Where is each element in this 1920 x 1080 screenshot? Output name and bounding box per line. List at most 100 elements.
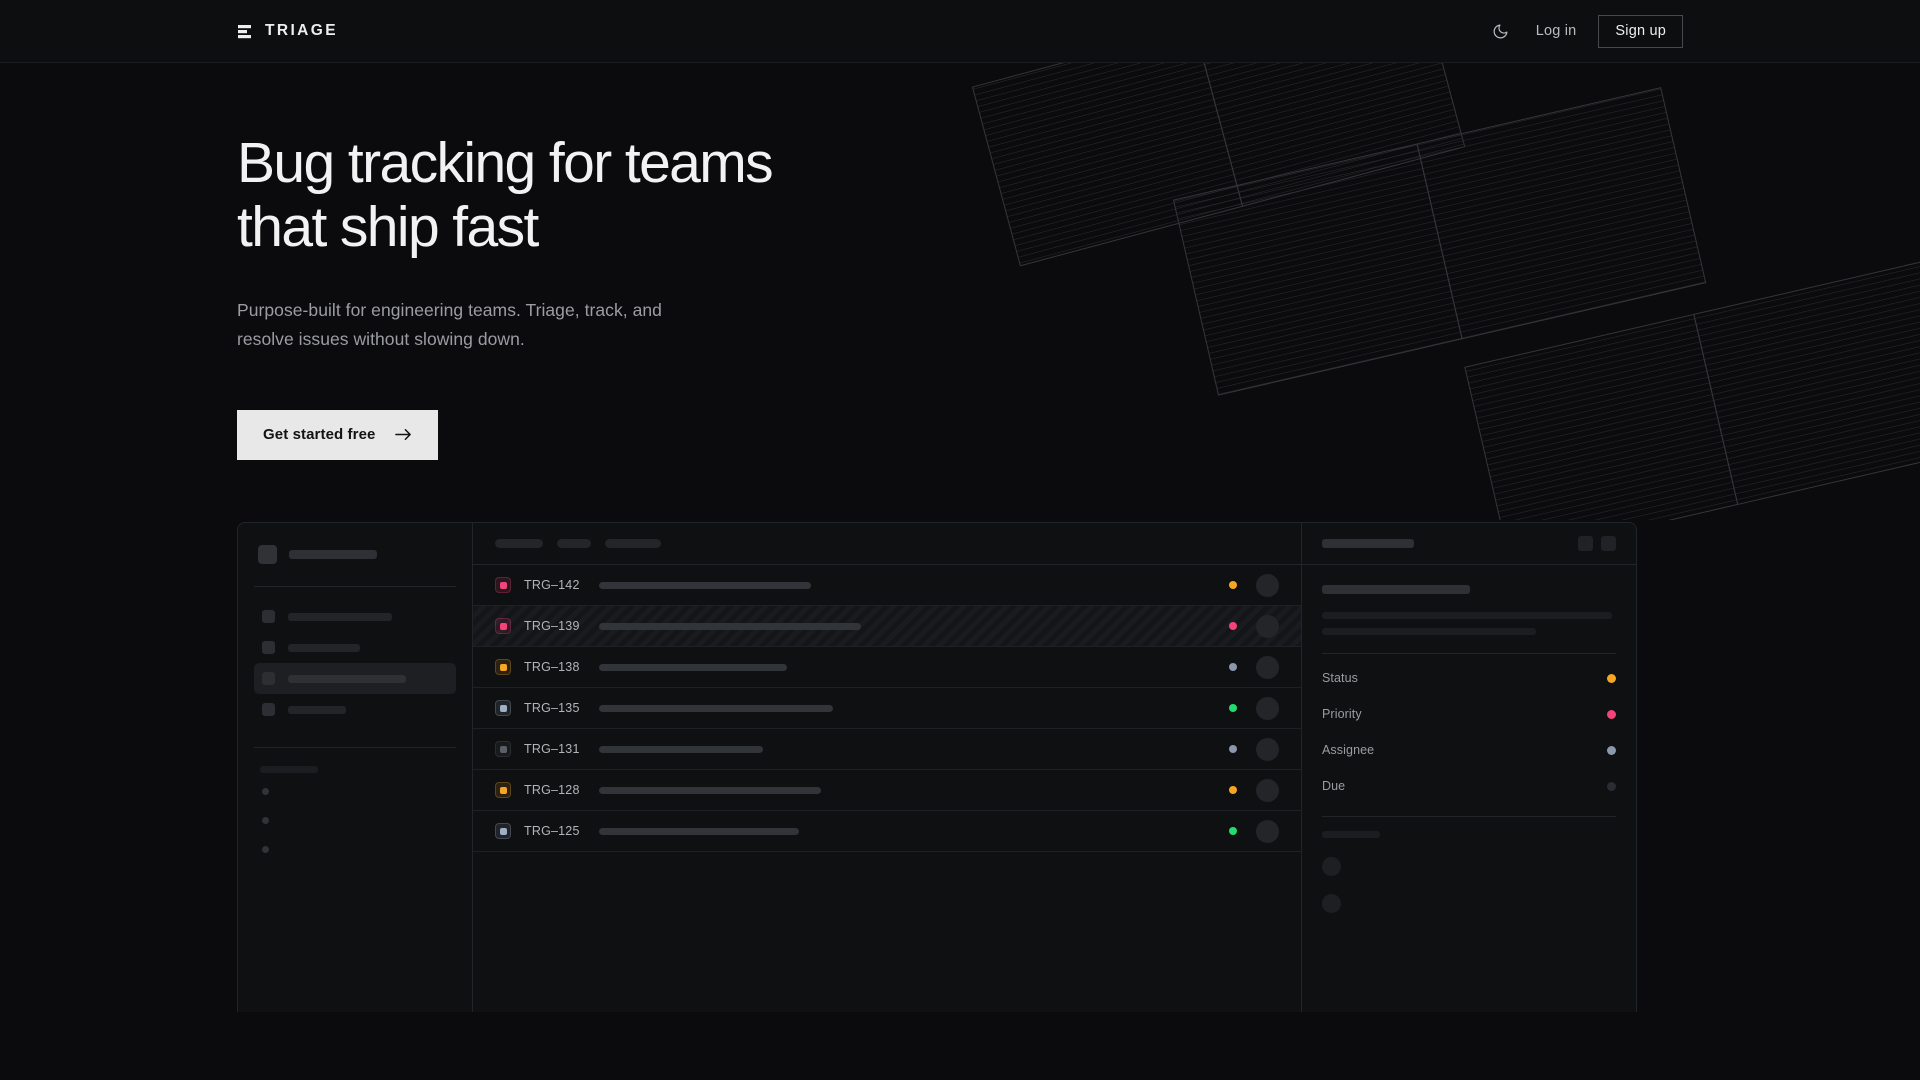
meta-value-dot <box>1607 673 1616 683</box>
moon-icon <box>1493 24 1508 38</box>
status-dot <box>1229 786 1237 794</box>
priority-chip <box>495 823 511 839</box>
filter-chip-2[interactable] <box>605 539 661 548</box>
sidebar-divider-2 <box>254 747 456 748</box>
activity-row-0 <box>1322 848 1616 885</box>
top-navigation-bar: TRIAGE Log in Sign up <box>0 0 1920 63</box>
detail-meta-row[interactable]: Assignee <box>1322 732 1616 768</box>
status-dot <box>1229 745 1237 753</box>
detail-text-lines <box>1322 612 1616 635</box>
filter-chip-0[interactable] <box>495 539 543 548</box>
issue-row[interactable]: TRG–131 <box>473 729 1301 770</box>
issue-title-placeholder <box>599 827 799 835</box>
sidebar-item-3[interactable] <box>254 694 456 725</box>
issue-row[interactable]: TRG–139 <box>473 606 1301 647</box>
priority-chip <box>495 618 511 634</box>
issue-row[interactable]: TRG–142 <box>473 565 1301 606</box>
sidebar-item-1[interactable] <box>254 632 456 663</box>
sidebar-item-label-placeholder <box>288 612 392 621</box>
sidebar-item-label-placeholder <box>288 674 406 683</box>
issue-row[interactable]: TRG–125 <box>473 811 1301 852</box>
status-dot <box>1229 622 1237 630</box>
filter-chip-1[interactable] <box>557 539 591 548</box>
priority-chip <box>495 577 511 593</box>
sidebar-item-icon <box>262 703 275 716</box>
issue-title-placeholder <box>599 581 811 589</box>
page-title: Bug tracking for teams that ship fast <box>237 131 957 260</box>
workspace-avatar <box>258 545 277 564</box>
status-dot <box>1229 704 1237 712</box>
arrow-right-icon <box>395 428 412 440</box>
issue-row[interactable]: TRG–135 <box>473 688 1301 729</box>
issue-id: TRG–125 <box>524 824 580 838</box>
detail-text-line-0 <box>1322 612 1612 619</box>
signup-button[interactable]: Sign up <box>1598 14 1683 48</box>
meta-value-dot <box>1607 781 1616 791</box>
sidebar-mini-dot <box>262 817 269 824</box>
issue-title-placeholder <box>599 663 787 671</box>
brand-logo[interactable]: TRIAGE <box>237 22 338 40</box>
issue-title-placeholder <box>599 786 821 794</box>
detail-meta-row[interactable]: Status <box>1322 660 1616 696</box>
assignee-avatar <box>1256 655 1279 679</box>
sidebar-mini-list <box>254 777 456 864</box>
activity-avatar <box>1322 857 1341 876</box>
sidebar-item-label-placeholder <box>288 643 360 652</box>
issue-title-placeholder <box>599 622 861 630</box>
detail-meta-row[interactable]: Priority <box>1322 696 1616 732</box>
detail-action-button-1[interactable] <box>1601 536 1616 551</box>
issue-row[interactable]: TRG–128 <box>473 770 1301 811</box>
theme-toggle-button[interactable] <box>1488 18 1514 44</box>
detail-meta-row[interactable]: Due <box>1322 768 1616 804</box>
issue-id: TRG–135 <box>524 701 580 715</box>
issue-row[interactable]: TRG–138 <box>473 647 1301 688</box>
brand-name: TRIAGE <box>265 22 338 39</box>
detail-heading-placeholder <box>1322 585 1470 594</box>
sidebar-item-icon <box>262 672 275 685</box>
sidebar-mini-item-1[interactable] <box>254 806 456 835</box>
meta-value-dot <box>1607 745 1616 755</box>
get-started-button[interactable]: Get started free <box>237 409 439 460</box>
status-dot <box>1229 581 1237 589</box>
activity-label-placeholder <box>1322 831 1380 838</box>
meta-label: Status <box>1322 671 1359 685</box>
priority-chip <box>495 782 511 798</box>
assignee-avatar <box>1256 778 1279 802</box>
headline-line-2: that ship fast <box>237 195 539 260</box>
assignee-avatar <box>1256 573 1279 597</box>
activity-avatar <box>1322 894 1341 913</box>
sidebar-item-0[interactable] <box>254 601 456 632</box>
detail-action-button-0[interactable] <box>1578 536 1593 551</box>
sidebar-item-2[interactable] <box>254 663 456 694</box>
issue-list-toolbar <box>473 523 1301 565</box>
workspace-name-placeholder <box>289 550 377 559</box>
assignee-avatar <box>1256 819 1279 843</box>
hero-section: Bug tracking for teams that ship fast Pu… <box>0 63 1920 460</box>
issue-title-placeholder <box>599 704 833 712</box>
issue-id: TRG–139 <box>524 619 580 633</box>
assignee-avatar <box>1256 737 1279 761</box>
status-dot <box>1229 827 1237 835</box>
priority-chip <box>495 741 511 757</box>
detail-divider <box>1322 653 1616 654</box>
activity-rows <box>1322 848 1616 922</box>
sidebar-mini-dot <box>262 846 269 853</box>
sidebar-mini-dot <box>262 788 269 795</box>
sidebar-item-icon <box>262 641 275 654</box>
sidebar-divider <box>254 586 456 587</box>
sidebar-workspace-item[interactable] <box>254 541 456 564</box>
sidebar-mini-item-2[interactable] <box>254 835 456 864</box>
mockup-sidebar <box>238 523 473 1012</box>
issue-title-placeholder <box>599 745 763 753</box>
status-dot <box>1229 663 1237 671</box>
issue-id: TRG–138 <box>524 660 580 674</box>
login-link[interactable]: Log in <box>1535 23 1577 39</box>
sidebar-mini-item-0[interactable] <box>254 777 456 806</box>
detail-panel-header <box>1302 523 1636 565</box>
get-started-label: Get started free <box>263 425 376 443</box>
sidebar-item-label-placeholder <box>288 705 346 714</box>
sidebar-section-label <box>254 762 456 777</box>
